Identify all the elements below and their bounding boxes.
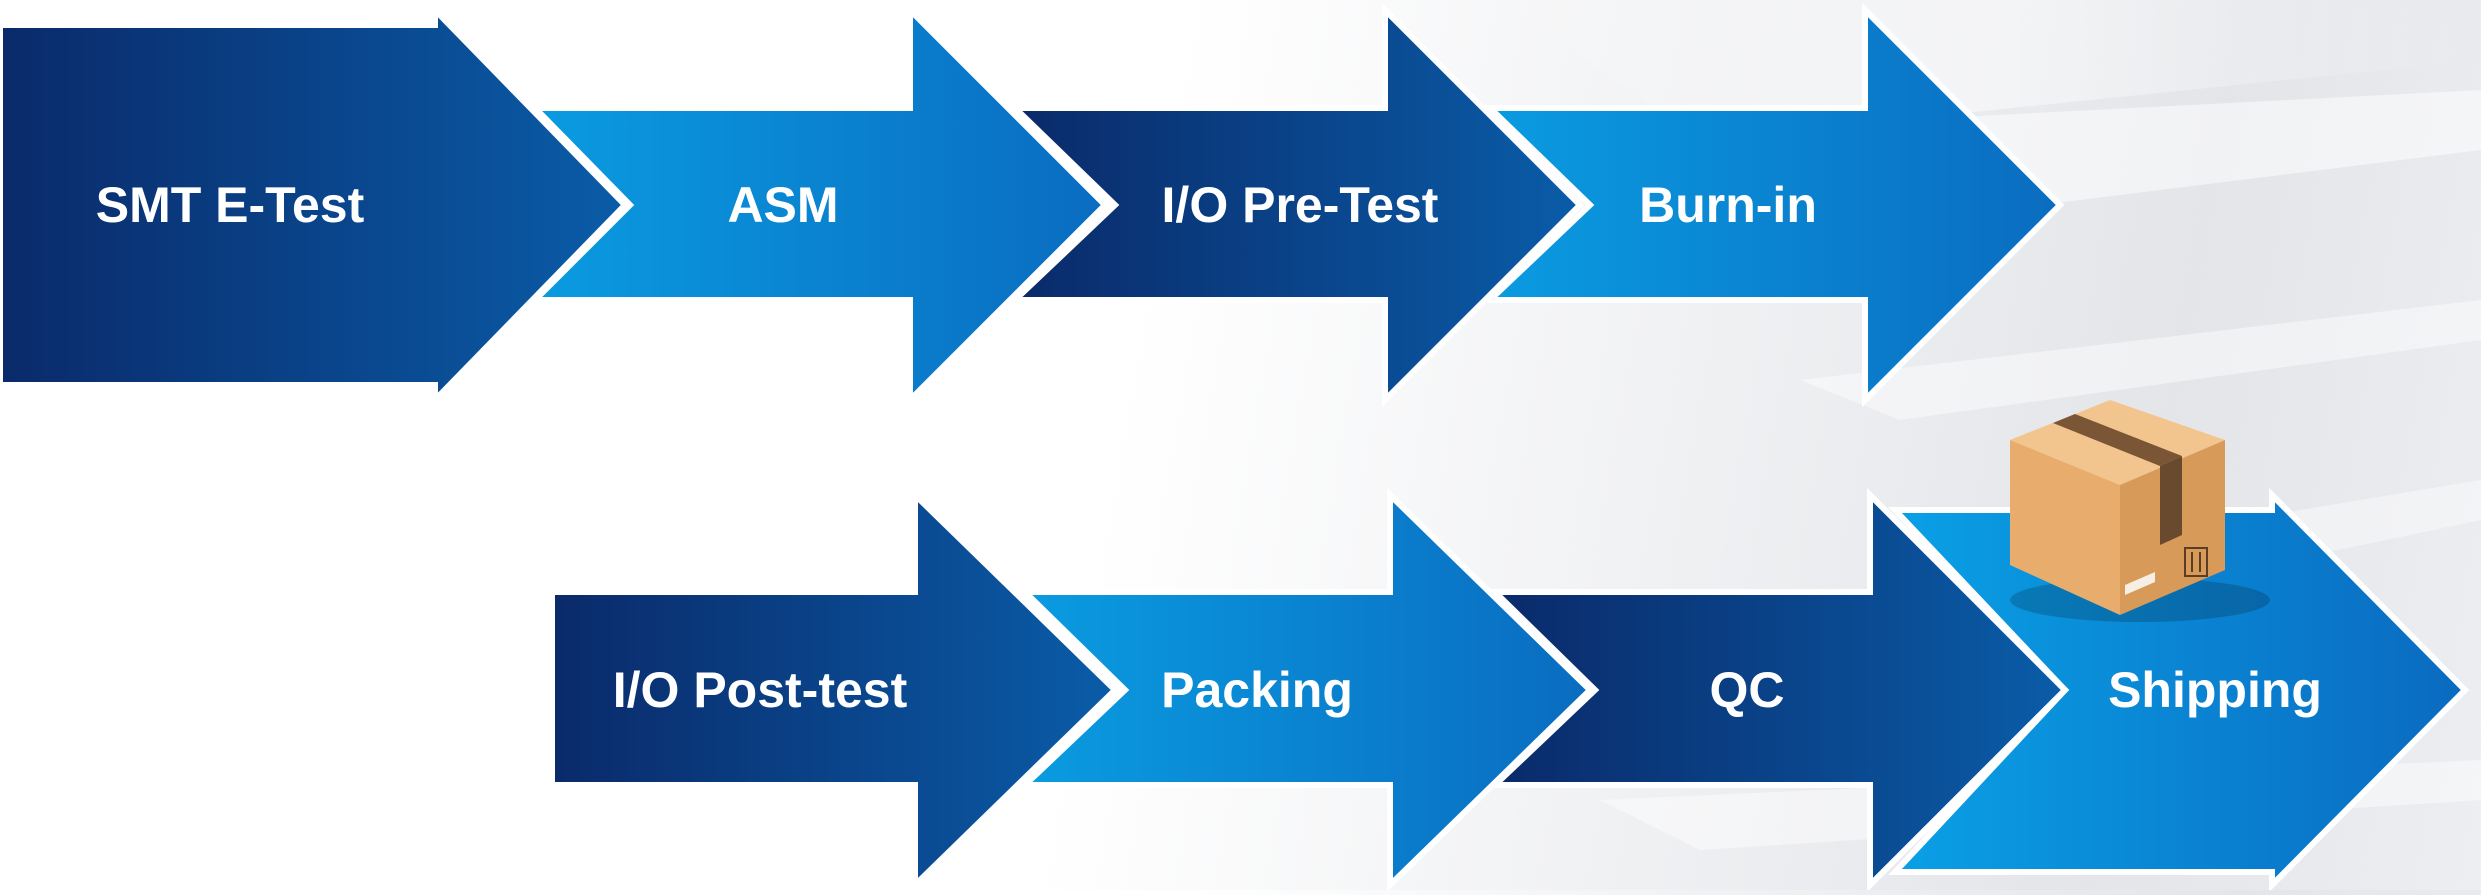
arrow-asm [527, 2, 1110, 408]
arrow-burn-in [1482, 2, 2065, 408]
step-label-burn-in: Burn-in [1639, 177, 1817, 233]
step-label-io-post-test: I/O Post-test [612, 662, 908, 718]
step-label-asm: ASM [727, 177, 839, 233]
arrow-io-post-test [549, 487, 1120, 893]
step-label-packing: Packing [1161, 662, 1353, 718]
step-label-io-pre-test: I/O Pre-Test [1161, 177, 1439, 233]
arrow-packing [1017, 487, 1595, 893]
arrow-io-pre-test [1007, 2, 1585, 408]
cardboard-box-icon [2010, 400, 2270, 622]
step-label-qc: QC [1709, 662, 1785, 718]
step-label-shipping: Shipping [2108, 662, 2322, 718]
step-label-smt-e-test: SMT E-Test [95, 177, 365, 233]
